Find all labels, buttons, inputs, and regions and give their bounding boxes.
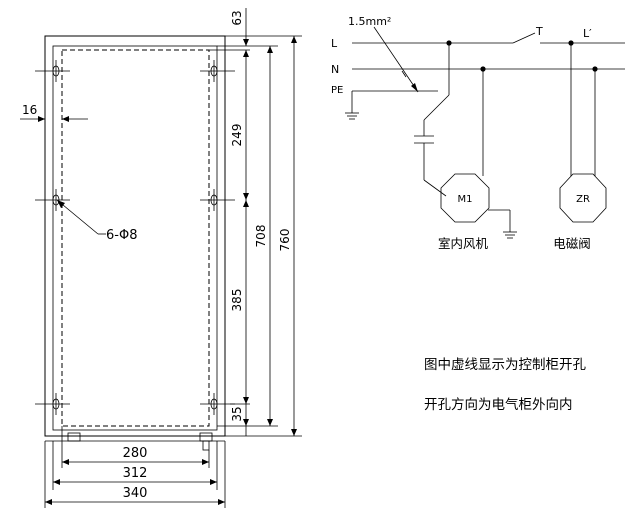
dim-label-outer-height: 760: [278, 229, 292, 252]
dim-label-top-gap: 63: [230, 10, 244, 25]
valve-caption: 电磁阀: [553, 236, 591, 251]
hole-callout-label: 6-Φ8: [106, 228, 137, 243]
cutout-dashed-outline: [61, 49, 210, 427]
note-line-2: 开孔方向为电气柜外向内: [424, 397, 573, 413]
dim-label-inner-width: 280: [123, 446, 148, 461]
mounting-hole: [200, 189, 235, 211]
mounting-hole: [35, 393, 70, 415]
motor-symbol: [440, 173, 490, 223]
line-label-L-prime: L′: [583, 27, 592, 40]
note-line-1: 图中虚线显示为控制柜开孔: [424, 357, 586, 373]
line-label-PE: PE: [331, 85, 343, 96]
dim-label-mid-width: 312: [123, 466, 148, 481]
mounting-hole: [200, 393, 235, 415]
motor-label: M1: [458, 194, 473, 205]
dim-label-upper-span: 249: [230, 124, 244, 147]
offset-dim-label: 16: [22, 103, 37, 117]
cabinet-foot-right: [199, 432, 213, 442]
wire-size-leader: [373, 26, 419, 93]
vertical-dimensions: 63 249 385 35 708 760: [209, 8, 302, 437]
cabinet-drawing: 6-Φ8 16: [20, 35, 235, 451]
cabinet-foot-left: [67, 432, 81, 442]
dim-label-bottom-gap: 35: [230, 406, 244, 421]
dim-label-inner-height: 708: [254, 225, 268, 248]
dim-label-outer-width: 340: [123, 486, 148, 501]
valve-label: ZR: [576, 194, 590, 205]
wire-size-label: 1.5mm²: [348, 15, 391, 28]
line-label-N: N: [331, 63, 339, 76]
mounting-hole: [35, 60, 70, 82]
mounting-hole: [200, 60, 235, 82]
wiring-diagram: L N PE T L′ 1.5mm²: [331, 15, 625, 251]
line-label-L: L: [331, 37, 338, 50]
switch-T: [512, 32, 536, 44]
valve-symbol: [559, 173, 607, 223]
horizontal-dimensions: 280 312 340: [44, 426, 226, 508]
dim-label-lower-span: 385: [230, 289, 244, 312]
mounting-hole: [35, 189, 70, 211]
motor-caption: 室内风机: [438, 236, 489, 251]
switch-label: T: [535, 25, 543, 38]
cabinet-inner-frame: [52, 45, 218, 431]
hole-callout-leader: [56, 199, 99, 235]
